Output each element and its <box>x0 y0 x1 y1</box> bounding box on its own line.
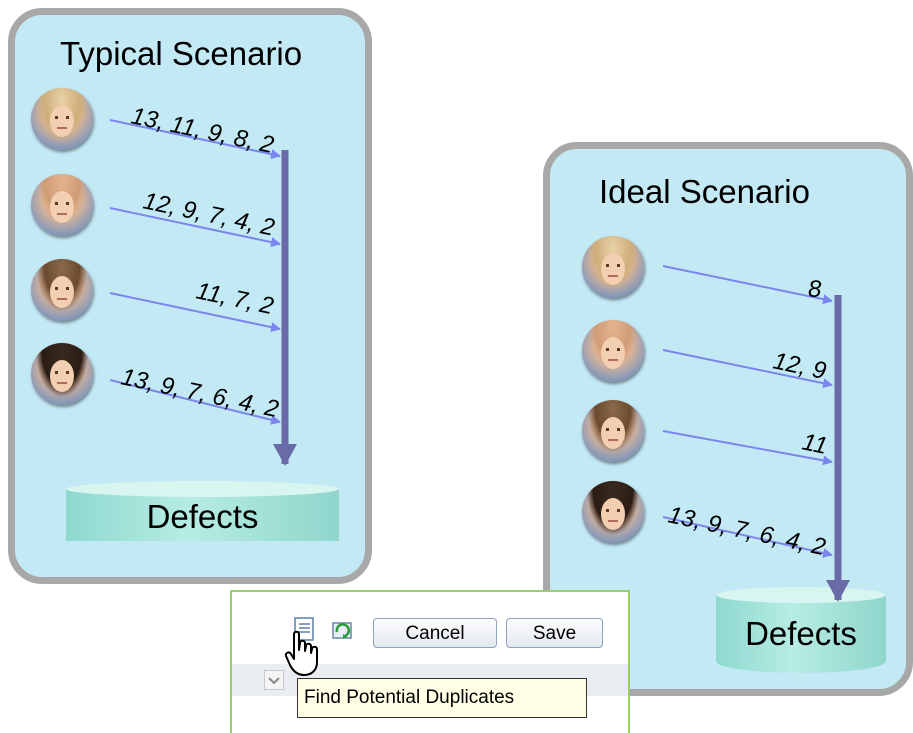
duplicates-toolbar-screenshot: Cancel Save Find Potential Duplicates <box>230 590 630 733</box>
typical-sequence-4: 13, 9, 7, 6, 4, 2 <box>119 363 281 423</box>
developer-3-avatar <box>31 259 93 321</box>
typical-flow-arrow-3 <box>109 292 281 333</box>
typical-sequence-2: 12, 9, 7, 4, 2 <box>141 187 277 241</box>
ideal-sequence-3: 11 <box>800 428 830 460</box>
refresh-icon[interactable] <box>330 618 356 644</box>
ideal-flow-arrow-1 <box>662 265 833 305</box>
ideal-defects-label: Defects <box>745 615 857 652</box>
developer-1-avatar <box>31 88 93 150</box>
ideal-sequence-1: 8 <box>808 276 822 303</box>
developer-2-avatar <box>31 174 93 236</box>
developer-4-avatar <box>31 343 93 405</box>
ideal-flow-arrow-2 <box>662 349 833 389</box>
ideal-scenario-title: Ideal Scenario <box>599 173 810 210</box>
typical-flow-arrow-4 <box>109 379 281 425</box>
cancel-button[interactable]: Cancel <box>373 618 497 648</box>
typical-sequence-1: 13, 11, 9, 8, 2 <box>129 102 276 159</box>
typical-flow-arrow-1 <box>109 119 281 160</box>
ideal-defects-store: Defects <box>716 587 886 673</box>
typical-defects-store: Defects <box>66 481 339 541</box>
save-button[interactable]: Save <box>506 618 603 648</box>
typical-scenario-title: Typical Scenario <box>60 35 303 72</box>
ideal-sequence-2: 12, 9 <box>771 347 829 385</box>
ideal-flow-arrow-3 <box>662 430 833 466</box>
ideal-developer-1-avatar <box>582 236 644 298</box>
typical-defects-label: Defects <box>146 498 259 535</box>
find-duplicates-tooltip: Find Potential Duplicates <box>297 678 587 718</box>
ideal-developer-4-avatar <box>582 481 644 543</box>
ideal-sequence-4: 13, 9, 7, 6, 4, 2 <box>666 501 828 561</box>
ideal-developer-2-avatar <box>582 320 644 382</box>
ideal-flow-arrow-4 <box>662 516 833 558</box>
typical-flow-arrow-2 <box>109 207 281 248</box>
ideal-developer-3-avatar <box>582 400 644 462</box>
dropdown-icon[interactable] <box>264 670 284 690</box>
hand-cursor-icon <box>284 630 320 678</box>
